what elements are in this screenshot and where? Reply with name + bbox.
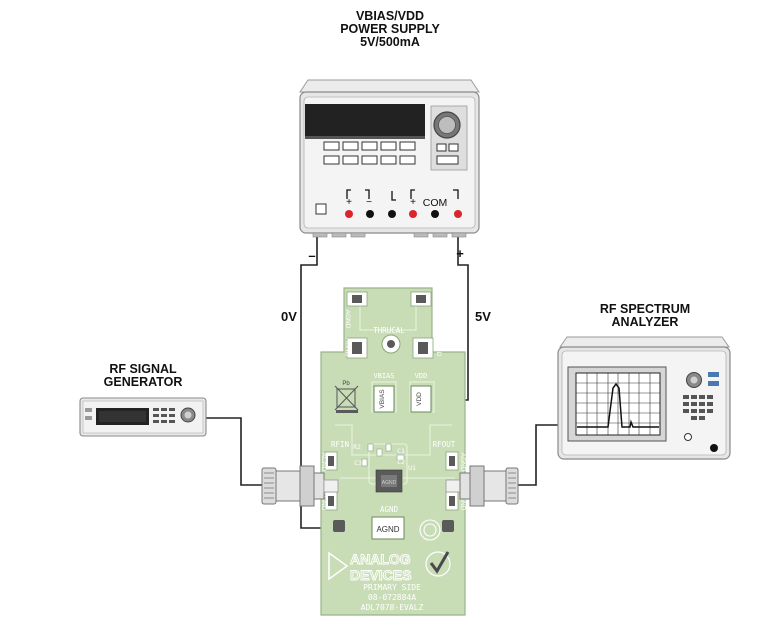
rf-spectrum-analyzer [557, 336, 731, 460]
power-supply-label-line-2: POWER SUPPLY [340, 22, 440, 36]
c3-label: C3 [354, 459, 362, 467]
five-volt-label: 5V [475, 309, 491, 324]
supply-small-buttons[interactable] [436, 143, 459, 165]
vdd-pad-label: VDD [416, 392, 423, 406]
pb-mark: Pb [342, 381, 350, 387]
supply-display [305, 104, 425, 136]
eval-name-label: ADL7078-EVALZ [361, 603, 424, 612]
terminal-plus2-label: + [410, 197, 416, 208]
agnd-pad[interactable] [371, 516, 405, 540]
agnd-label-3: AGND [344, 338, 351, 357]
esd-symbol [419, 519, 441, 541]
rfin-label: RFIN [331, 440, 349, 449]
company-name-2: DEVICES [350, 567, 411, 583]
rfout-label: RFOUT [433, 440, 456, 449]
company-name-1: ANALOG [350, 551, 411, 567]
signal-generator-label-line-2: GENERATOR [103, 375, 183, 389]
generator-cable [206, 417, 262, 486]
supply-keypad[interactable] [323, 141, 416, 165]
rohs-check-icon [425, 551, 451, 577]
power-switch[interactable] [315, 203, 327, 215]
sma-connector-right [445, 465, 519, 507]
analyzer-keypad[interactable] [683, 395, 713, 420]
vbias-label: VBIAS [373, 372, 394, 380]
agnd-label-8: AGND [459, 492, 466, 511]
spectrum-analyzer-label-line-2: ANALYZER [611, 315, 679, 329]
lead-plus-label: + [456, 246, 464, 261]
c2-label: C2 [397, 458, 405, 466]
agnd-label-6: AGND [459, 453, 466, 472]
analyzer-rf-input[interactable] [710, 444, 718, 452]
primary-side-label: PRIMARY SIDE [363, 583, 421, 592]
lead-minus-label: – [308, 248, 315, 263]
terminal-com-label: COM [423, 197, 448, 209]
sma-connector-left [261, 465, 339, 507]
agnd-pad-label: AGND [376, 525, 399, 534]
rf-signal-generator [79, 397, 207, 437]
power-supply-label: VBIAS/VDD POWER SUPPLY 5V/500mA [310, 10, 470, 49]
power-supply: + − + COM [299, 79, 480, 238]
weee-mark [334, 385, 359, 411]
ic-paddle-label: AGND [382, 480, 397, 486]
agnd-label-4: AGND [435, 338, 442, 357]
evaluation-board: THRUCAL Pb VBIAS VDD VBIAS VDD RFIN RFOU… [320, 287, 466, 616]
agnd-silk-label: AGND [380, 505, 399, 514]
vbias-pad[interactable] [373, 385, 395, 413]
supply-terminals[interactable] [345, 210, 462, 218]
terminal-plus-label: + [346, 197, 352, 208]
spectrum-analyzer-label: RF SPECTRUM ANALYZER [585, 303, 705, 329]
analyzer-cable [516, 424, 558, 486]
power-supply-label-line-3: 5V/500mA [360, 35, 420, 49]
r2-label: R2 [353, 443, 361, 451]
adi-logo-icon [328, 551, 349, 581]
u1-label: U1 [408, 464, 416, 472]
signal-generator-label-line-1: RF SIGNAL [109, 362, 177, 376]
spectrum-analyzer-label-line-1: RF SPECTRUM [599, 302, 691, 316]
vdd-pad[interactable] [410, 385, 432, 413]
agnd-label-5: AGND [320, 453, 327, 472]
power-supply-label-line-1: VBIAS/VDD [355, 9, 425, 23]
agnd-label-2: AGND [435, 310, 442, 329]
c1-label: C1 [397, 447, 405, 455]
analyzer-trace [577, 382, 659, 428]
signal-generator-label: RF SIGNAL GENERATOR [88, 363, 198, 389]
agnd-label-1: AGND [344, 310, 351, 329]
terminal-minus-label: − [366, 197, 372, 208]
vdd-label: VDD [415, 372, 428, 380]
zero-volt-label: 0V [281, 309, 297, 324]
vbias-pad-label: VBIAS [379, 389, 386, 409]
part-number-label: 08-072884A [368, 593, 416, 602]
agnd-label-7: AGND [320, 492, 327, 511]
thrucal-label: THRUCAL [373, 326, 405, 335]
